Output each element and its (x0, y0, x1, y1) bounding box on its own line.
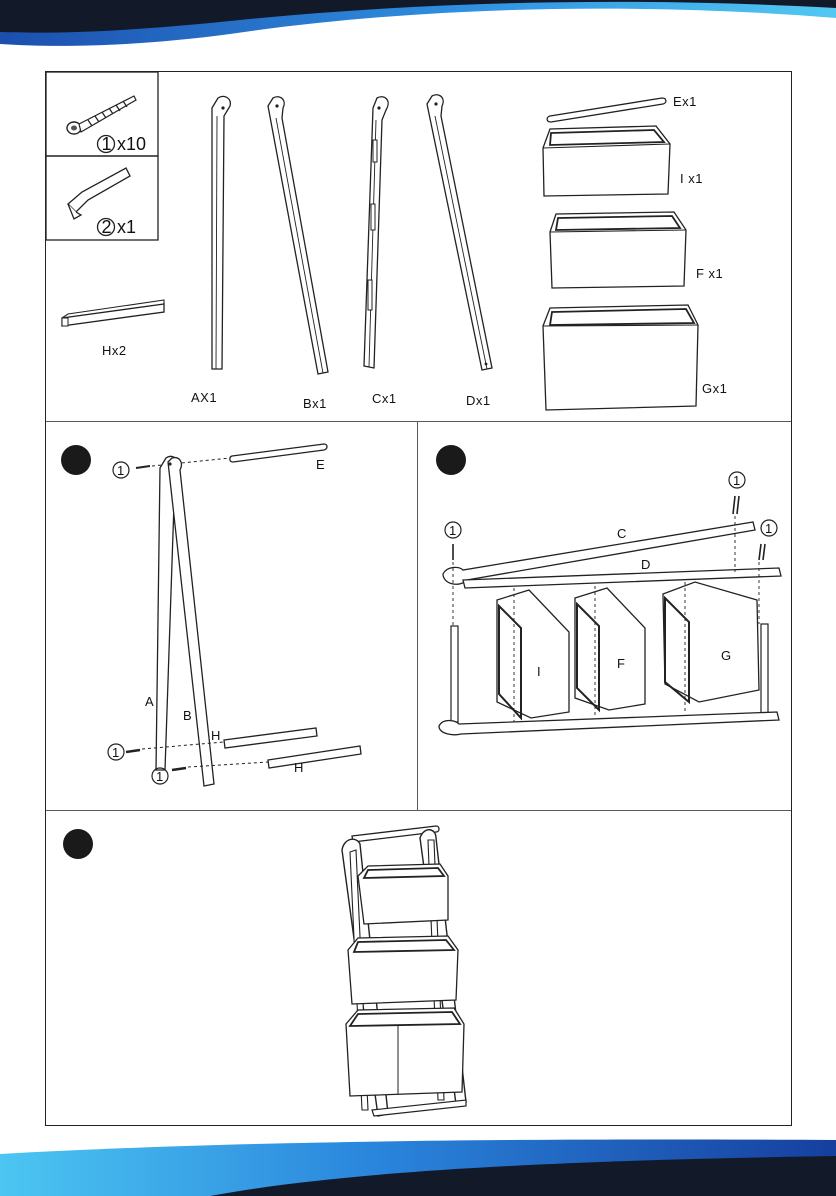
parts-panel: 1 x10 2 x1 Hx2 AX1 Bx1 (46, 72, 791, 422)
instruction-sheet: 1 x10 2 x1 Hx2 AX1 Bx1 (45, 71, 792, 1126)
label-leg-a: AX1 (191, 390, 217, 405)
step2-label-d: D (641, 557, 651, 572)
step2-screw-number-1: 1 (733, 473, 741, 488)
step1-label-a: A (145, 694, 154, 709)
step2-label-g: G (721, 648, 732, 663)
leg-a-drawing (212, 96, 230, 369)
label-basket-i: I x1 (680, 171, 703, 186)
label-bar-h: Hx2 (102, 343, 127, 358)
label-basket-f: F x1 (696, 266, 723, 281)
rod-e-drawing (547, 98, 666, 122)
step-marker-icon (61, 445, 91, 475)
step1-label-h1: H (211, 728, 221, 743)
step1-screw-number-3: 1 (156, 769, 164, 784)
step1-screw-number-2: 1 (112, 745, 120, 760)
step1-label-b: B (183, 708, 192, 723)
screw-qty: x10 (117, 134, 146, 154)
step3-panel (46, 810, 791, 1125)
top-decorative-band (0, 0, 836, 50)
step-marker-icon (63, 829, 93, 859)
step2-label-f: F (617, 656, 625, 671)
label-leg-c: Cx1 (372, 391, 397, 406)
label-rod-e: Ex1 (673, 94, 697, 109)
step2-screw-number-2: 1 (449, 523, 457, 538)
leg-d-drawing (427, 95, 492, 370)
basket-f-drawing (550, 212, 686, 288)
step1-label-h2: H (294, 760, 304, 775)
basket-i-drawing (543, 126, 670, 196)
basket-g-drawing (543, 305, 698, 410)
label-leg-d: Dx1 (466, 393, 491, 408)
label-leg-b: Bx1 (303, 396, 327, 411)
bar-h-drawing (62, 300, 164, 326)
step1-panel: 1 E A B H H 1 1 (46, 422, 418, 810)
step2-screw-number-3: 1 (765, 521, 773, 536)
bottom-decorative-band (0, 1134, 836, 1196)
leg-c-drawing (364, 97, 388, 368)
allen-key-number: 2 (102, 217, 112, 237)
assembled-shelf-drawing (342, 826, 466, 1116)
step-marker-icon (436, 445, 466, 475)
step2-label-c: C (617, 526, 627, 541)
step1-screw-number: 1 (117, 463, 125, 478)
screw-number: 1 (102, 134, 112, 154)
step1-label-e: E (316, 457, 325, 472)
allen-key-icon (68, 168, 130, 219)
allen-key-qty: x1 (117, 217, 136, 237)
leg-b-drawing (268, 97, 328, 374)
step2-panel: 1 1 1 C D I F G (419, 422, 791, 810)
screw-icon (67, 96, 136, 134)
label-basket-g: Gx1 (702, 381, 727, 396)
step2-label-i: I (537, 664, 541, 679)
